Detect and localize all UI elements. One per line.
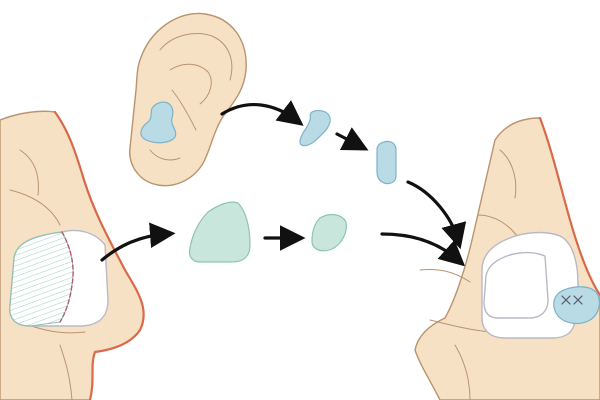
septal-cartilage-pieces (188, 201, 347, 263)
right-nose-edge (538, 116, 600, 297)
arrow-nose-to-septal (100, 222, 176, 262)
arrow-cartilage-to-carved (335, 127, 369, 151)
septal-cartilage-harvested (188, 201, 251, 263)
septal-cartilage-shaped (311, 213, 347, 252)
ear-outline (129, 12, 247, 187)
ear-donor (129, 12, 247, 187)
ear-cartilage-pieces (299, 109, 397, 185)
left-harvest-dashed-outline (59, 231, 74, 323)
right-inner-graft-layer (483, 251, 549, 319)
left-septal-cartilage-region (9, 231, 74, 327)
ear-concha-cartilage (140, 101, 177, 144)
arrow-carved-to-nose (406, 180, 467, 250)
process-arrows (100, 100, 467, 267)
left-nose-edge (53, 110, 145, 400)
right-tip-cartilage-graft (553, 286, 600, 325)
arrow-ear-to-cartilage (220, 100, 304, 126)
right-nose-profile (414, 116, 600, 400)
ear-helix-lines (149, 33, 233, 161)
ear-cartilage-harvested (299, 109, 331, 147)
arrow-shaped-to-nose (380, 232, 466, 267)
right-nose-contours (419, 149, 521, 400)
suture-marks (561, 295, 583, 305)
left-nose-profile (0, 110, 145, 400)
ear-cartilage-carved (376, 140, 397, 185)
